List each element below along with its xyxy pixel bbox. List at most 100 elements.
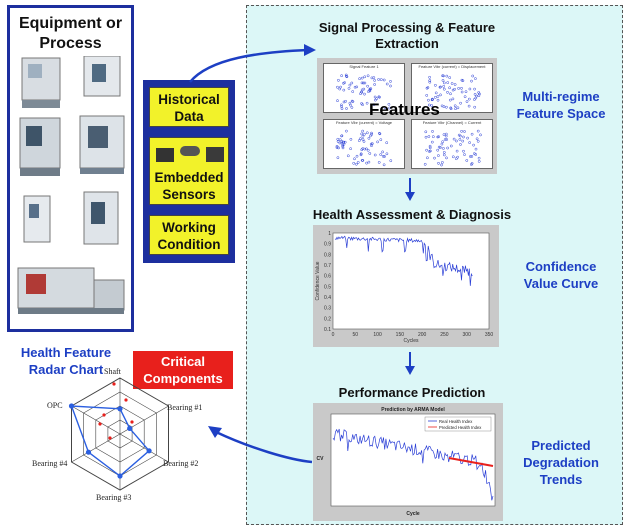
feature-point	[359, 153, 363, 157]
radar-reference-point	[124, 398, 128, 402]
feature-point	[441, 79, 445, 82]
feature-point	[469, 155, 472, 158]
feature-point	[454, 107, 457, 111]
feature-point	[473, 92, 477, 96]
feature-point	[363, 92, 366, 96]
feature-point	[370, 76, 374, 80]
sensor-icon	[156, 146, 224, 162]
predicted-health-line	[448, 457, 494, 467]
feature-point	[345, 74, 348, 78]
feature-point	[360, 76, 364, 80]
feature-point	[366, 84, 369, 88]
feature-point	[369, 134, 372, 138]
feature-point	[428, 75, 431, 79]
feature-point	[340, 107, 344, 111]
equipment-title: Equipment or Process	[18, 15, 123, 52]
feature-point	[360, 148, 364, 152]
feature-point	[426, 156, 429, 160]
feature-point	[431, 97, 434, 101]
feature-point	[456, 155, 459, 159]
label-degradation-trends: Predicted Degradation Trends	[523, 438, 599, 487]
step-title-prediction: Performance Prediction	[338, 385, 486, 400]
feature-point	[470, 79, 473, 83]
feature-point	[367, 90, 370, 93]
feature-point	[442, 133, 446, 136]
feature-plot-2	[411, 63, 493, 113]
feature-point	[461, 79, 465, 83]
radar-label-bearing-3: Bearing #3	[96, 493, 132, 502]
feature-point	[462, 149, 465, 153]
feature-point	[448, 76, 452, 79]
feature-point	[341, 146, 345, 150]
feature-scatter	[335, 73, 482, 167]
feature-point	[427, 135, 431, 138]
feature-point	[365, 131, 369, 135]
feature-point	[335, 146, 339, 149]
feature-point	[431, 130, 434, 133]
feature-point	[370, 144, 373, 148]
feature-point	[465, 159, 469, 162]
real-health-line	[332, 428, 494, 501]
step-title-signal: Signal Processing & Feature Extraction	[318, 20, 496, 51]
feature-point	[475, 137, 479, 141]
feature-point	[340, 74, 343, 78]
feature-point	[445, 138, 449, 141]
legend-label-real: Real Health Index	[439, 419, 473, 424]
step-title-health: Health Assessment & Diagnosis	[312, 207, 512, 222]
feature-plot-title-3: Feature Vibr (current) = Voltage	[335, 120, 393, 125]
feature-point	[460, 90, 464, 94]
radar-title: Health Feature Radar Chart	[20, 345, 112, 377]
feature-point	[455, 149, 459, 153]
feature-point	[336, 137, 340, 141]
feature-point	[350, 106, 354, 109]
feature-point	[454, 157, 458, 161]
radar-axis	[71, 405, 121, 435]
feature-point	[462, 135, 465, 139]
feature-point	[424, 135, 428, 139]
feature-point	[368, 89, 372, 93]
feature-point	[350, 81, 354, 85]
feature-point	[341, 143, 345, 147]
y-tick-label: 0.1	[324, 327, 331, 333]
feature-point	[471, 74, 475, 78]
feature-point	[365, 161, 368, 165]
feature-point	[451, 155, 455, 159]
feature-plot-title-2: Feature Vibr (current) = Displacement	[418, 64, 486, 69]
confidence-xlabel: Cycles	[403, 338, 419, 344]
feature-point	[440, 142, 444, 146]
feature-point	[363, 132, 366, 136]
feature-point	[373, 83, 376, 86]
feature-point	[466, 136, 469, 140]
feature-point	[436, 148, 440, 152]
feature-point	[381, 154, 385, 158]
feature-point	[425, 148, 428, 152]
feature-point	[355, 85, 359, 89]
feature-point	[463, 95, 467, 99]
y-tick-label: 0.5	[324, 284, 331, 290]
radar-axis	[119, 433, 169, 463]
feature-point	[355, 162, 358, 166]
feature-point	[382, 163, 386, 167]
radar-point	[117, 473, 123, 479]
feature-plots: Signal Feature 1 Feature Vibr (current) …	[317, 58, 497, 174]
radar-label-opc: OPC	[47, 401, 63, 410]
radar-point	[85, 449, 92, 455]
feature-point	[452, 137, 456, 141]
data-source-historical: Historical Data	[149, 87, 229, 127]
feature-point	[445, 105, 448, 109]
radar-health-polygon	[70, 405, 151, 477]
feature-point	[347, 87, 351, 90]
feature-point	[433, 156, 436, 160]
feature-point	[388, 106, 391, 110]
feature-point	[344, 99, 347, 103]
x-tick-label: 200	[418, 332, 427, 338]
y-tick-label: 1	[328, 231, 331, 237]
feature-point	[349, 137, 353, 141]
data-source-sensors: Embedded Sensors	[149, 137, 229, 205]
feature-point	[448, 98, 452, 102]
feature-point	[365, 101, 369, 105]
x-tick-label: 250	[440, 332, 449, 338]
feature-point	[442, 147, 445, 150]
feature-point	[448, 86, 451, 90]
